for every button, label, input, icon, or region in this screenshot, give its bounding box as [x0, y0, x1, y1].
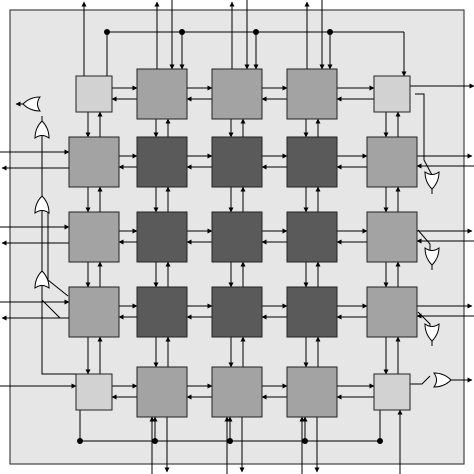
core-block: [211, 136, 263, 188]
or-gate-icon: [433, 372, 456, 388]
or-gate-icon: [18, 96, 41, 112]
core-block: [211, 286, 263, 338]
junction-dot: [377, 438, 383, 444]
gate-body: [34, 270, 50, 289]
gate-body: [424, 171, 440, 190]
junction-dot: [327, 29, 333, 35]
core-block: [286, 136, 338, 188]
gate-body: [34, 120, 50, 139]
gate-body: [424, 323, 440, 342]
or-gate-icon: [424, 247, 440, 270]
junction-dot: [302, 438, 308, 444]
junction-dot: [152, 438, 158, 444]
core-block: [286, 286, 338, 338]
junction-dot: [77, 438, 83, 444]
or-gate-icon: [34, 191, 50, 214]
edge-block: [211, 68, 263, 120]
edge-block: [366, 211, 418, 263]
core-block: [136, 211, 188, 263]
right-gate-rail: [417, 229, 431, 250]
gate-body: [433, 372, 452, 388]
junction-dot: [179, 29, 185, 35]
core-block: [211, 211, 263, 263]
junction-dot: [253, 29, 259, 35]
corner-block: [75, 75, 113, 113]
junction-dot: [227, 438, 233, 444]
processing-blocks: [68, 68, 418, 418]
edge-block: [68, 136, 120, 188]
core-block: [136, 286, 188, 338]
right-gate-rail: [415, 93, 433, 176]
right-gate-rail: [410, 375, 431, 385]
junction-dot: [104, 29, 110, 35]
edge-block: [286, 68, 338, 120]
edge-block: [68, 211, 120, 263]
or-gate-icon: [34, 116, 50, 139]
core-block: [136, 136, 188, 188]
gate-body: [22, 96, 41, 112]
edge-block: [68, 286, 120, 338]
edge-block: [136, 68, 188, 120]
gate-body: [424, 247, 440, 266]
core-block: [286, 211, 338, 263]
logic-gates: [18, 96, 456, 388]
edge-block: [366, 136, 418, 188]
corner-block: [373, 373, 411, 411]
or-gate-icon: [424, 323, 440, 346]
or-gate-icon: [34, 266, 50, 289]
edge-block: [136, 366, 188, 418]
edge-block: [366, 286, 418, 338]
or-gate-icon: [424, 171, 440, 194]
corner-block: [373, 75, 411, 113]
corner-block: [75, 373, 113, 411]
edge-block: [211, 366, 263, 418]
gate-body: [34, 195, 50, 214]
junction-dots: [77, 29, 383, 444]
edge-block: [286, 366, 338, 418]
left-gate-rail: [41, 300, 76, 375]
